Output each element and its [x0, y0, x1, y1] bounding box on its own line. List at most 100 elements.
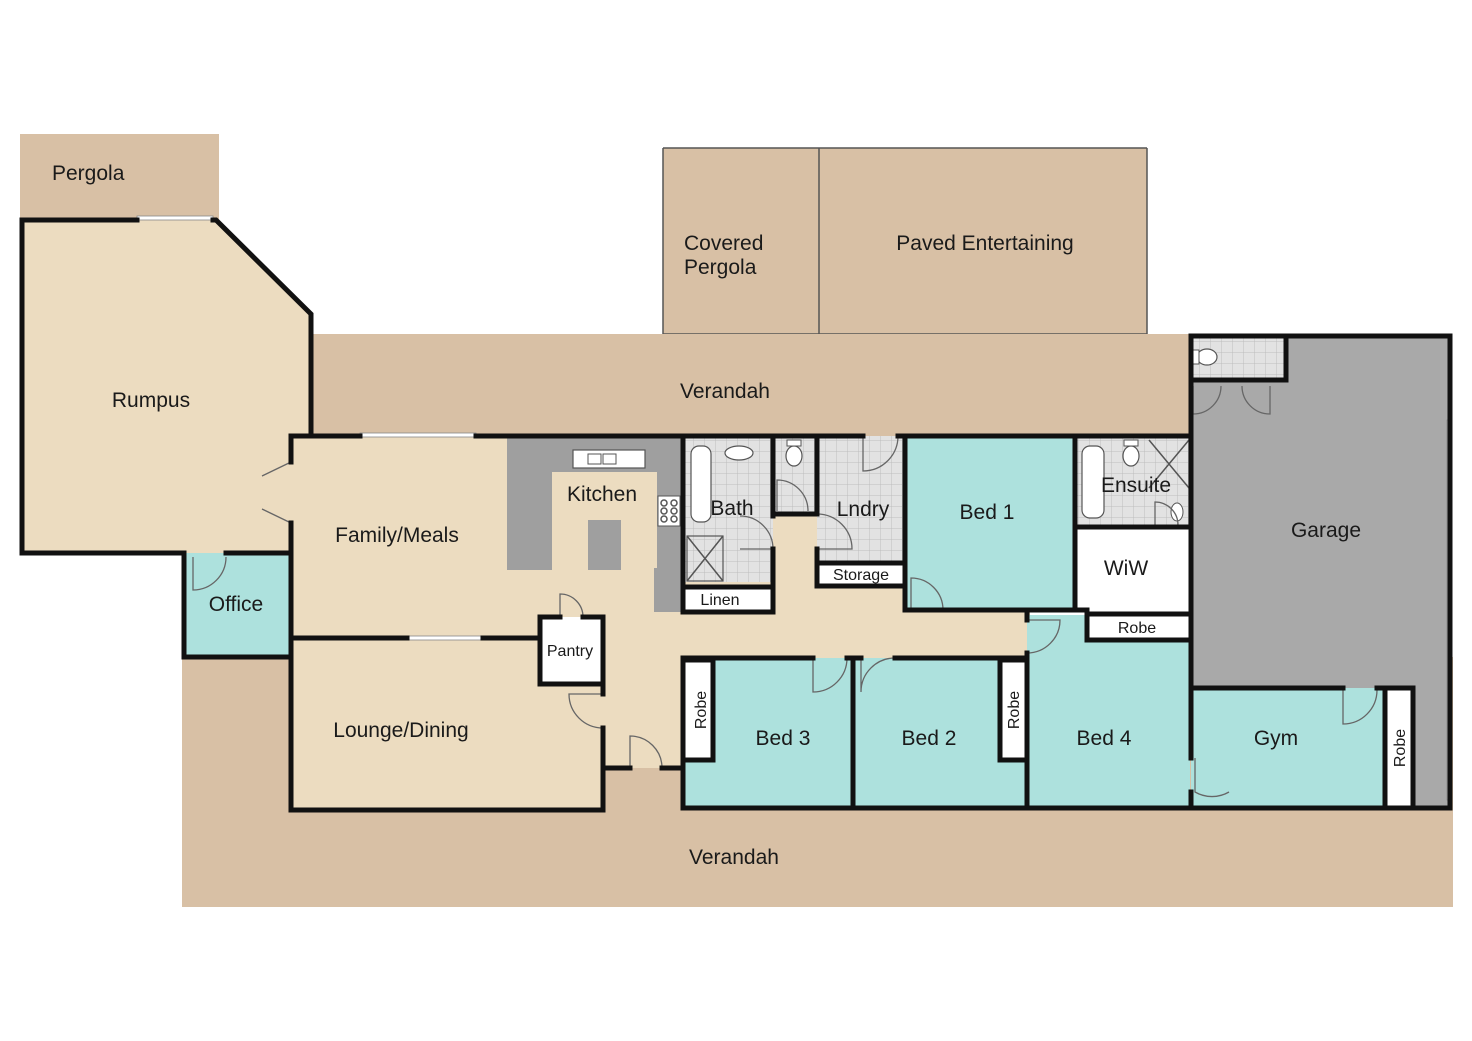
label-bed2: Bed 2 [902, 727, 957, 750]
label-covered-pergola: Covered [684, 232, 763, 255]
wall [659, 333, 1453, 811]
cooktop-icon [660, 515, 668, 523]
rumpus-area [22, 220, 311, 553]
bathtub-icon [1081, 445, 1105, 519]
label-robe-bed1: Robe [1118, 620, 1156, 637]
office-area [184, 553, 291, 657]
cooktop-icon [660, 507, 668, 515]
cooktop-icon [657, 495, 681, 527]
label-covered-pergola: Pergola [684, 256, 757, 279]
toilet-icon [1196, 348, 1218, 366]
wall [537, 614, 606, 697]
pantry-area [540, 617, 603, 684]
basin-icon [724, 445, 754, 461]
label-bed4: Bed 4 [1077, 727, 1132, 750]
cooktop-icon [670, 499, 678, 507]
label-robe-gym: Robe [1392, 729, 1409, 767]
kitchen-bench [507, 436, 683, 612]
wall [902, 433, 1078, 613]
label-linen: Linen [700, 592, 739, 609]
bed4-area [1027, 615, 1190, 808]
door-swing-icon [629, 735, 663, 769]
wiw-area [1075, 529, 1191, 610]
label-rumpus: Rumpus [112, 389, 190, 412]
basin-icon [1170, 502, 1184, 522]
door-swing-icon [1154, 501, 1179, 526]
robe-bed1-box [1087, 614, 1191, 640]
door-swing-icon [1241, 385, 1271, 415]
door-swing-icon [568, 693, 604, 729]
door-swing-icon [862, 435, 899, 472]
storage-cupboard [817, 563, 905, 586]
label-gym: Gym [1254, 727, 1298, 750]
door-swing-icon [1192, 385, 1222, 415]
sliding-door [136, 215, 214, 221]
wall [682, 657, 716, 763]
label-robe-bed3: Robe [693, 691, 710, 729]
wall [288, 433, 363, 465]
sink-icon [572, 449, 646, 469]
gym-area [1191, 688, 1413, 808]
label-lounge-dining: Lounge/Dining [333, 719, 468, 742]
toilet-icon [1122, 445, 1140, 467]
garage-area [1413, 688, 1450, 808]
label-bed1: Bed 1 [960, 501, 1015, 524]
toilet-icon [785, 445, 803, 467]
sliding-door [406, 635, 484, 641]
cooktop-icon [670, 507, 678, 515]
kitchen-island [588, 520, 621, 570]
garage-area [1191, 380, 1450, 688]
label-bath: Bath [710, 497, 753, 520]
robe-bed3-box [685, 660, 713, 760]
wall [1188, 333, 1289, 383]
label-verandah-rear: Verandah [680, 380, 770, 403]
door-swing-icon [816, 513, 853, 550]
door-swing-icon [860, 657, 896, 693]
toilet-icon [1123, 439, 1139, 447]
label-office: Office [209, 593, 263, 616]
door-swing-icon [1026, 619, 1061, 654]
wall [770, 433, 820, 517]
wall [1188, 685, 1416, 811]
robe-gym-box [1385, 688, 1413, 808]
hallway-area [603, 600, 683, 768]
door-swing-icon [1342, 689, 1378, 725]
bathtub-icon [690, 445, 712, 523]
door-swing-icon [776, 479, 809, 512]
wall [181, 550, 294, 660]
paved-entertaining-area [819, 148, 1147, 334]
label-garage: Garage [1291, 519, 1361, 542]
toilet-icon [1192, 349, 1200, 365]
wall [1072, 607, 1194, 643]
cooktop-icon [660, 499, 668, 507]
label-paved-entertaining: Paved Entertaining [896, 232, 1073, 255]
cooktop-icon [670, 515, 678, 523]
label-bed3: Bed 3 [756, 727, 811, 750]
shower-icon [686, 535, 724, 582]
label-pergola: Pergola [52, 162, 125, 185]
label-ensuite: Ensuite [1101, 474, 1171, 497]
wall [288, 520, 633, 813]
wall [19, 217, 187, 556]
door-swing-icon [192, 556, 227, 591]
door-swing-icon [261, 461, 292, 524]
shower-icon [1148, 439, 1190, 489]
linen-cupboard [685, 587, 773, 612]
shower-icon [686, 535, 724, 582]
label-wiw: WiW [1104, 557, 1148, 580]
wall [210, 217, 314, 439]
door-swing-icon [559, 593, 584, 618]
label-pantry: Pantry [547, 643, 593, 660]
label-kitchen: Kitchen [567, 483, 637, 506]
label-verandah-front: Verandah [689, 846, 779, 869]
sink-icon [602, 453, 617, 465]
wall [997, 657, 1030, 763]
door-swing-icon [812, 657, 848, 693]
robe-bed2-box [1000, 660, 1027, 760]
label-robe-bed2: Robe [1006, 691, 1023, 729]
door-swing-icon [910, 577, 944, 611]
pergola-area [20, 134, 219, 220]
covered-pergola-area [663, 148, 819, 334]
door-swing-icon [1194, 758, 1230, 798]
